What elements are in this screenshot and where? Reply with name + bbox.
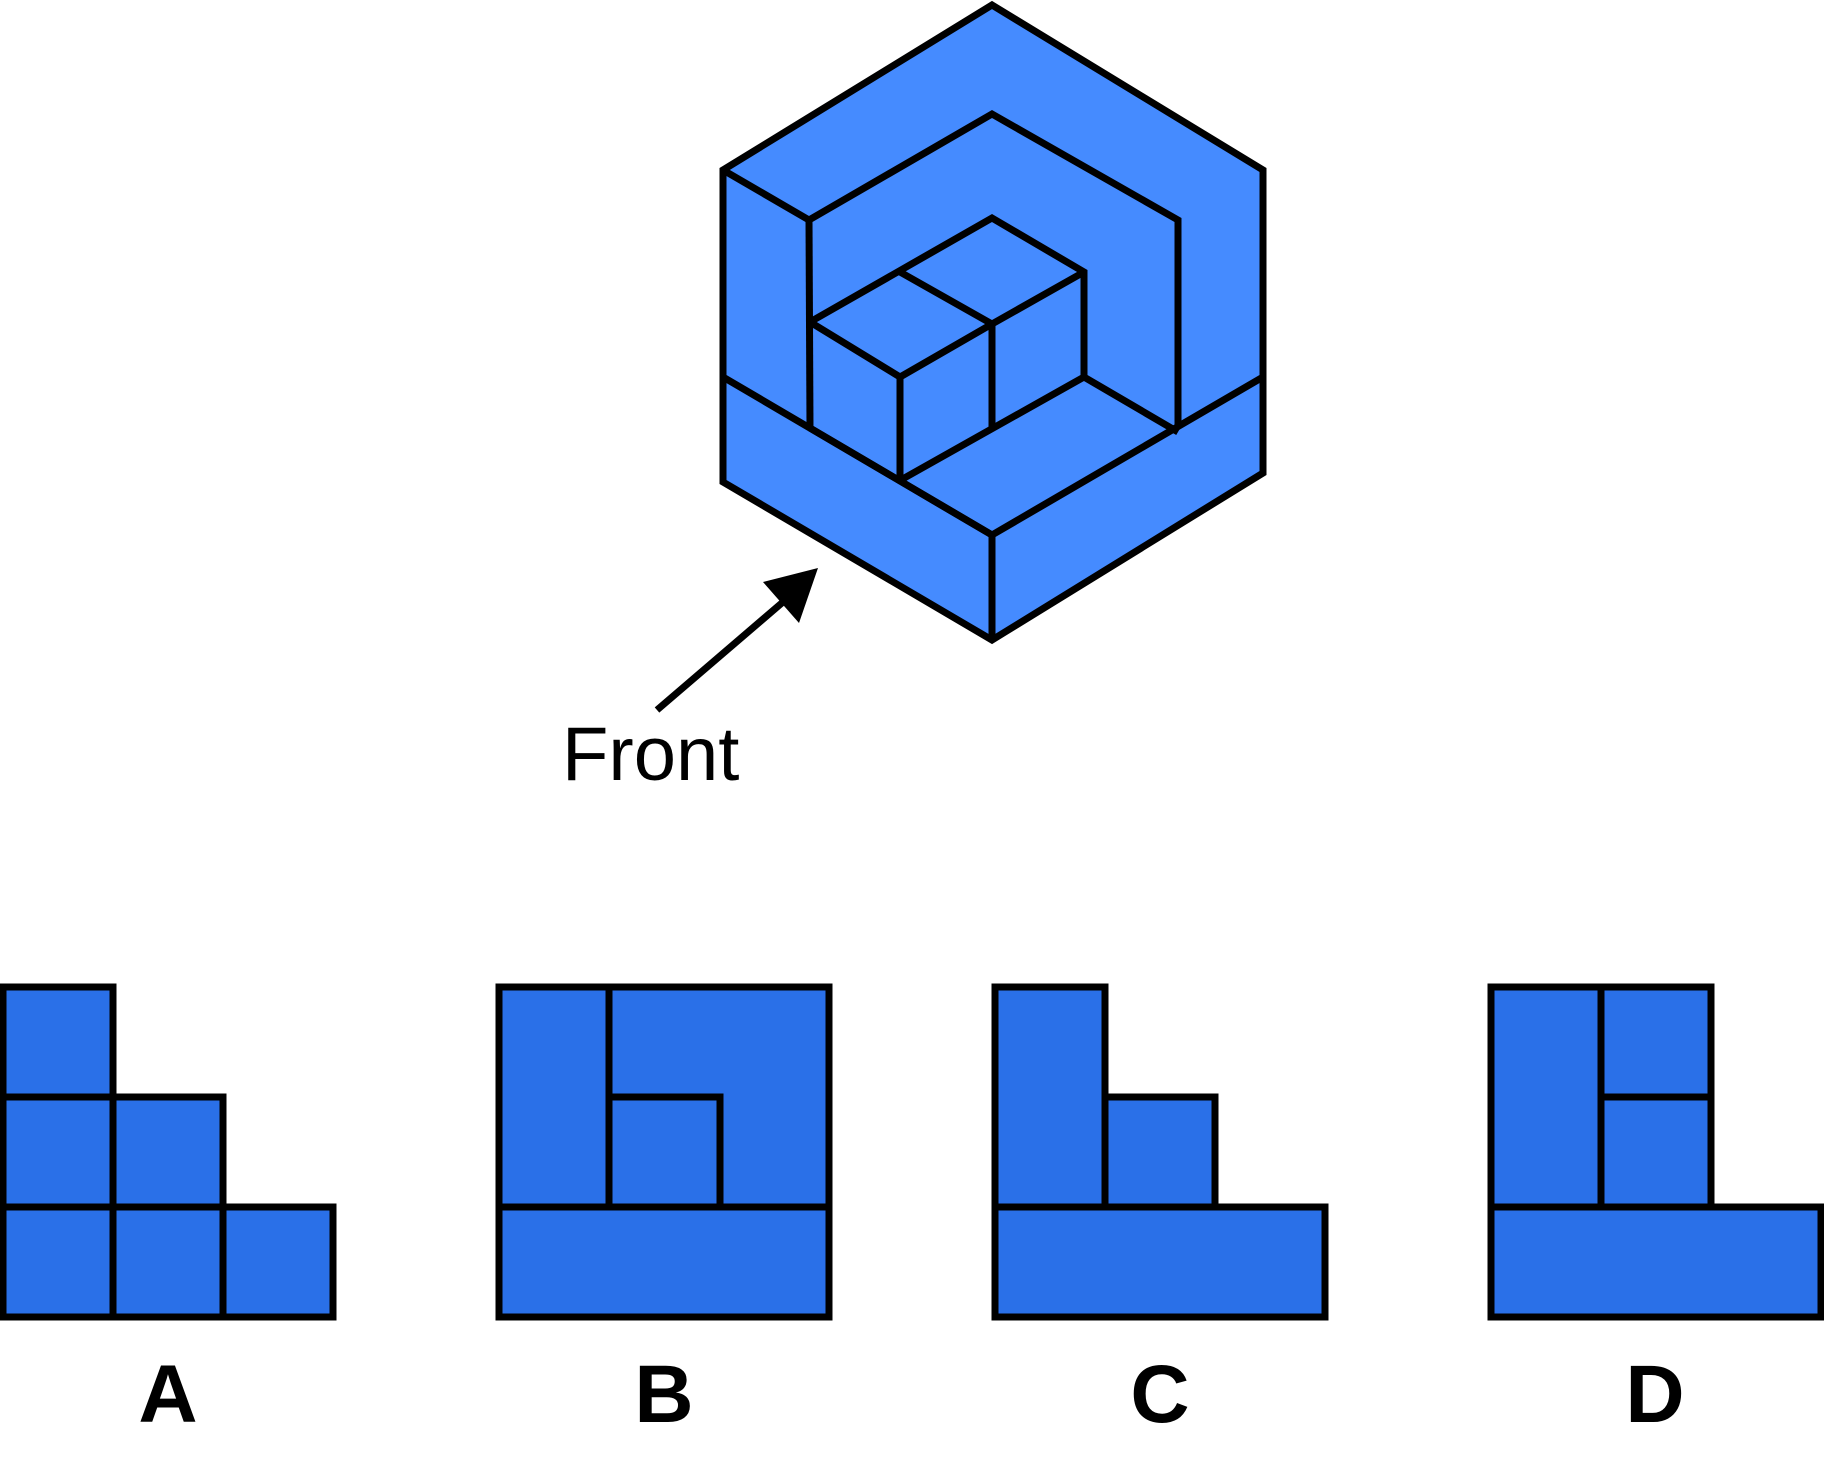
option-d[interactable]: D <box>1487 983 1824 1440</box>
option-d-top-cell <box>1597 983 1715 1101</box>
isometric-edges <box>721 109 1265 640</box>
option-c-step-block <box>1101 1093 1219 1211</box>
option-a-cell <box>109 1203 227 1321</box>
option-d-base <box>1487 1203 1824 1321</box>
option-b-inner-block <box>605 1093 724 1211</box>
option-a-cell <box>0 1093 117 1211</box>
option-d-middle-cell <box>1597 1093 1715 1211</box>
option-b[interactable]: B <box>495 983 833 1440</box>
option-a-cell <box>0 1203 117 1321</box>
option-b-label: B <box>634 1349 693 1440</box>
option-d-tall-block <box>1487 983 1605 1211</box>
option-a-cell <box>0 983 117 1101</box>
option-a[interactable]: A <box>0 983 337 1440</box>
option-c[interactable]: C <box>991 983 1329 1440</box>
option-a-cell <box>219 1203 337 1321</box>
front-indicator: Front <box>562 568 818 797</box>
option-b-left-block <box>495 983 613 1211</box>
option-b-base <box>495 1203 833 1321</box>
option-c-base <box>991 1203 1329 1321</box>
front-label: Front <box>562 712 739 797</box>
option-c-tall-block <box>991 983 1109 1211</box>
option-d-label: D <box>1625 1349 1684 1440</box>
isometric-view <box>719 0 1267 645</box>
option-c-label: C <box>1130 1349 1189 1440</box>
front-arrow-shaft <box>654 593 793 713</box>
option-a-cell <box>109 1093 227 1211</box>
option-a-label: A <box>138 1349 197 1440</box>
front-arrow-head <box>763 568 818 623</box>
